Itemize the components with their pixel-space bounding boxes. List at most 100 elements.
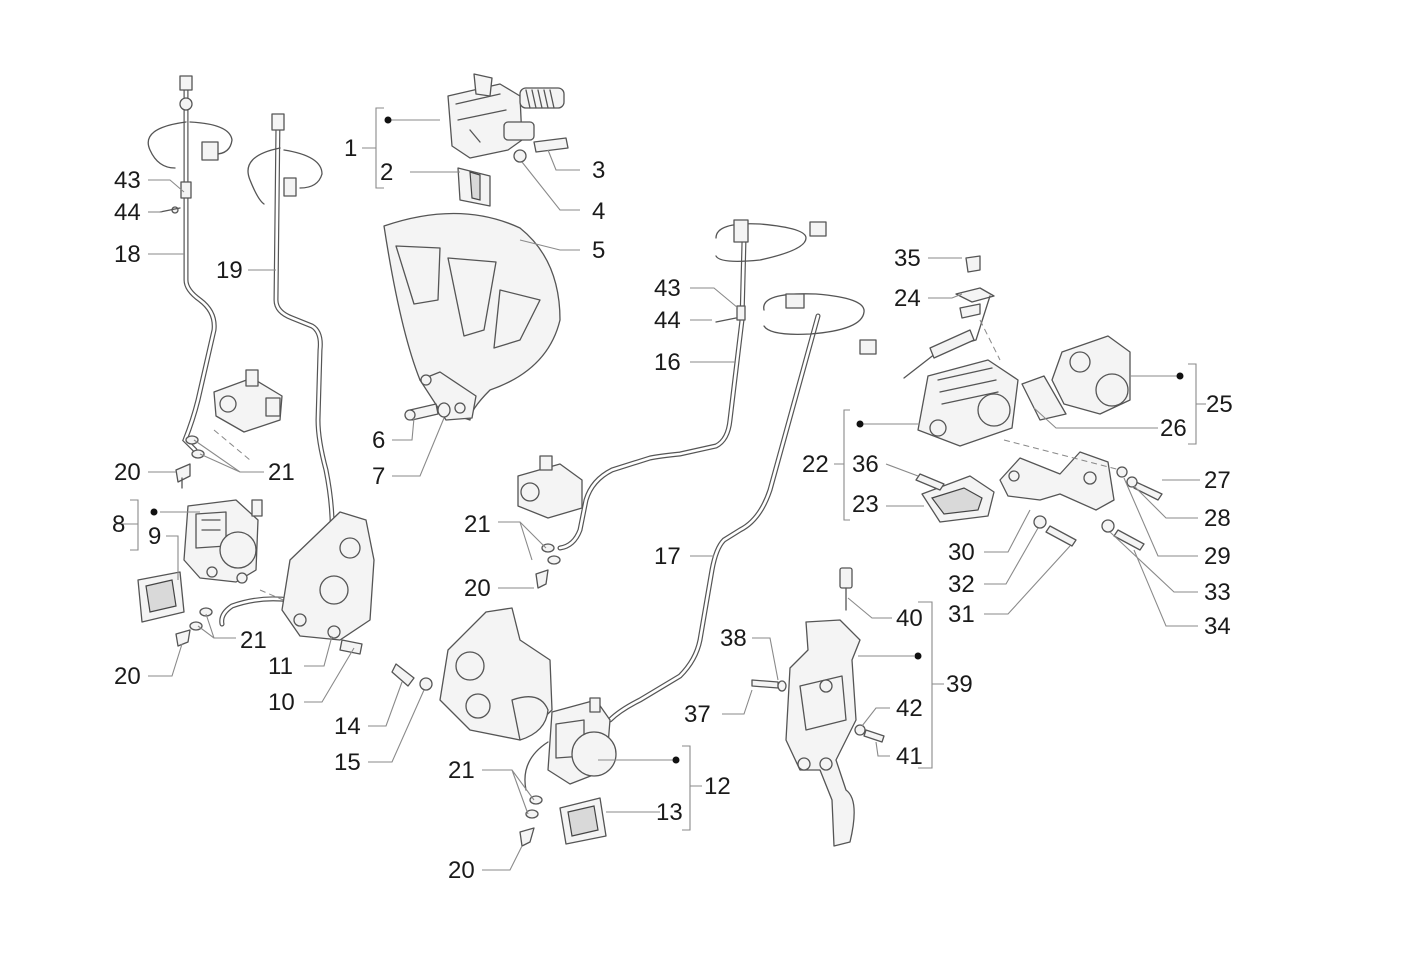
washer-38 [777,680,787,692]
label-12: 12 [704,773,731,800]
label-15: 15 [334,749,361,776]
label-3: 3 [592,157,605,184]
label-27: 27 [1204,467,1231,494]
label-7: 7 [372,463,385,490]
label-28: 28 [1204,505,1231,532]
label-34: 34 [1204,613,1231,640]
bolt-31 [1045,525,1077,547]
bolt-27 [1133,481,1163,501]
label-25: 25 [1206,391,1233,418]
caliper-bracket-left [281,511,375,641]
label-19: 19 [216,257,243,284]
washer-11 [327,625,341,639]
brake-pad-13 [559,797,607,845]
label-21-lower-left: 21 [240,627,267,654]
brake-pad-9 [137,571,185,623]
brake-caliper-8 [183,499,263,584]
label-4: 4 [592,198,605,225]
brake-hose-17 [607,293,877,723]
label-32: 32 [948,571,975,598]
disc-guard-5 [383,212,561,421]
bolt-36 [915,473,945,491]
washer-7 [437,402,451,418]
brake-caliper-25 [1051,335,1131,415]
brake-hose-19 [219,113,335,627]
bolt-14 [391,663,415,687]
banjo-bolt-20d [519,827,535,847]
label-1: 1 [344,135,357,162]
label-40: 40 [896,605,923,632]
bolt-10 [339,639,363,655]
label-21-bottom: 21 [448,757,475,784]
label-22: 22 [802,451,829,478]
label-21-upper-left: 21 [268,459,295,486]
label-16: 16 [654,349,681,376]
label-31: 31 [948,601,975,628]
label-26: 26 [1160,415,1187,442]
washer-33 [1101,519,1115,533]
label-20-upper-left: 20 [114,459,141,486]
caliper-bracket-center [439,607,553,741]
label-43-left: 43 [114,167,141,194]
label-33: 33 [1204,579,1231,606]
label-43-center: 43 [654,275,681,302]
label-23: 23 [852,491,879,518]
label-2: 2 [380,159,393,186]
label-20-center: 20 [464,575,491,602]
label-13: 13 [656,799,683,826]
part-number-labels: 1 2 3 4 5 6 7 8 9 10 11 12 13 14 15 16 1… [112,135,1233,884]
label-20-lower-left: 20 [114,663,141,690]
label-41: 41 [896,743,923,770]
label-30: 30 [948,539,975,566]
brake-caliper-22 [917,359,1019,447]
washer-28 [1126,476,1138,488]
washer-29 [1116,466,1128,478]
brake-pedal-39 [785,567,861,847]
bolt-34 [1113,529,1145,551]
label-9: 9 [148,523,161,550]
brake-valve-left [213,369,283,433]
label-10: 10 [268,689,295,716]
banjo-bolt-20c [535,569,549,589]
washer-15 [419,677,433,691]
washer-4 [513,149,527,163]
brake-hose-18 [147,75,233,453]
banjo-bolt-20a [175,435,205,489]
label-42: 42 [896,695,923,722]
bolt-6 [404,402,451,421]
label-20-bottom: 20 [448,857,475,884]
label-38: 38 [720,625,747,652]
washer-42 [854,724,866,736]
label-8: 8 [112,511,125,538]
washer-32 [1033,515,1047,529]
label-44-left: 44 [114,199,141,226]
label-14: 14 [334,713,361,740]
label-6: 6 [372,427,385,454]
bolt-3 [533,137,569,153]
switch-40 [839,567,853,589]
label-36: 36 [852,451,879,478]
label-37: 37 [684,701,711,728]
bolt-41 [863,729,885,743]
label-35: 35 [894,245,921,272]
label-11: 11 [268,653,293,680]
label-39: 39 [946,671,973,698]
assembly-markers [150,116,1184,764]
label-18: 18 [114,241,141,268]
bolt-37 [751,679,779,689]
master-cylinder-1 [447,73,569,207]
brake-hose-16 [557,219,827,551]
label-44-center: 44 [654,307,681,334]
brake-valve-center [517,455,583,519]
label-5: 5 [592,237,605,264]
label-17: 17 [654,543,681,570]
leader-lines [114,107,1206,871]
label-21-center: 21 [464,511,491,538]
banjo-bolt-20b [175,607,213,647]
brake-caliper-12 [547,697,617,785]
label-29: 29 [1204,543,1231,570]
label-24: 24 [894,285,921,312]
valve-assembly-24 [903,255,995,379]
caliper-bracket-30 [999,451,1115,511]
